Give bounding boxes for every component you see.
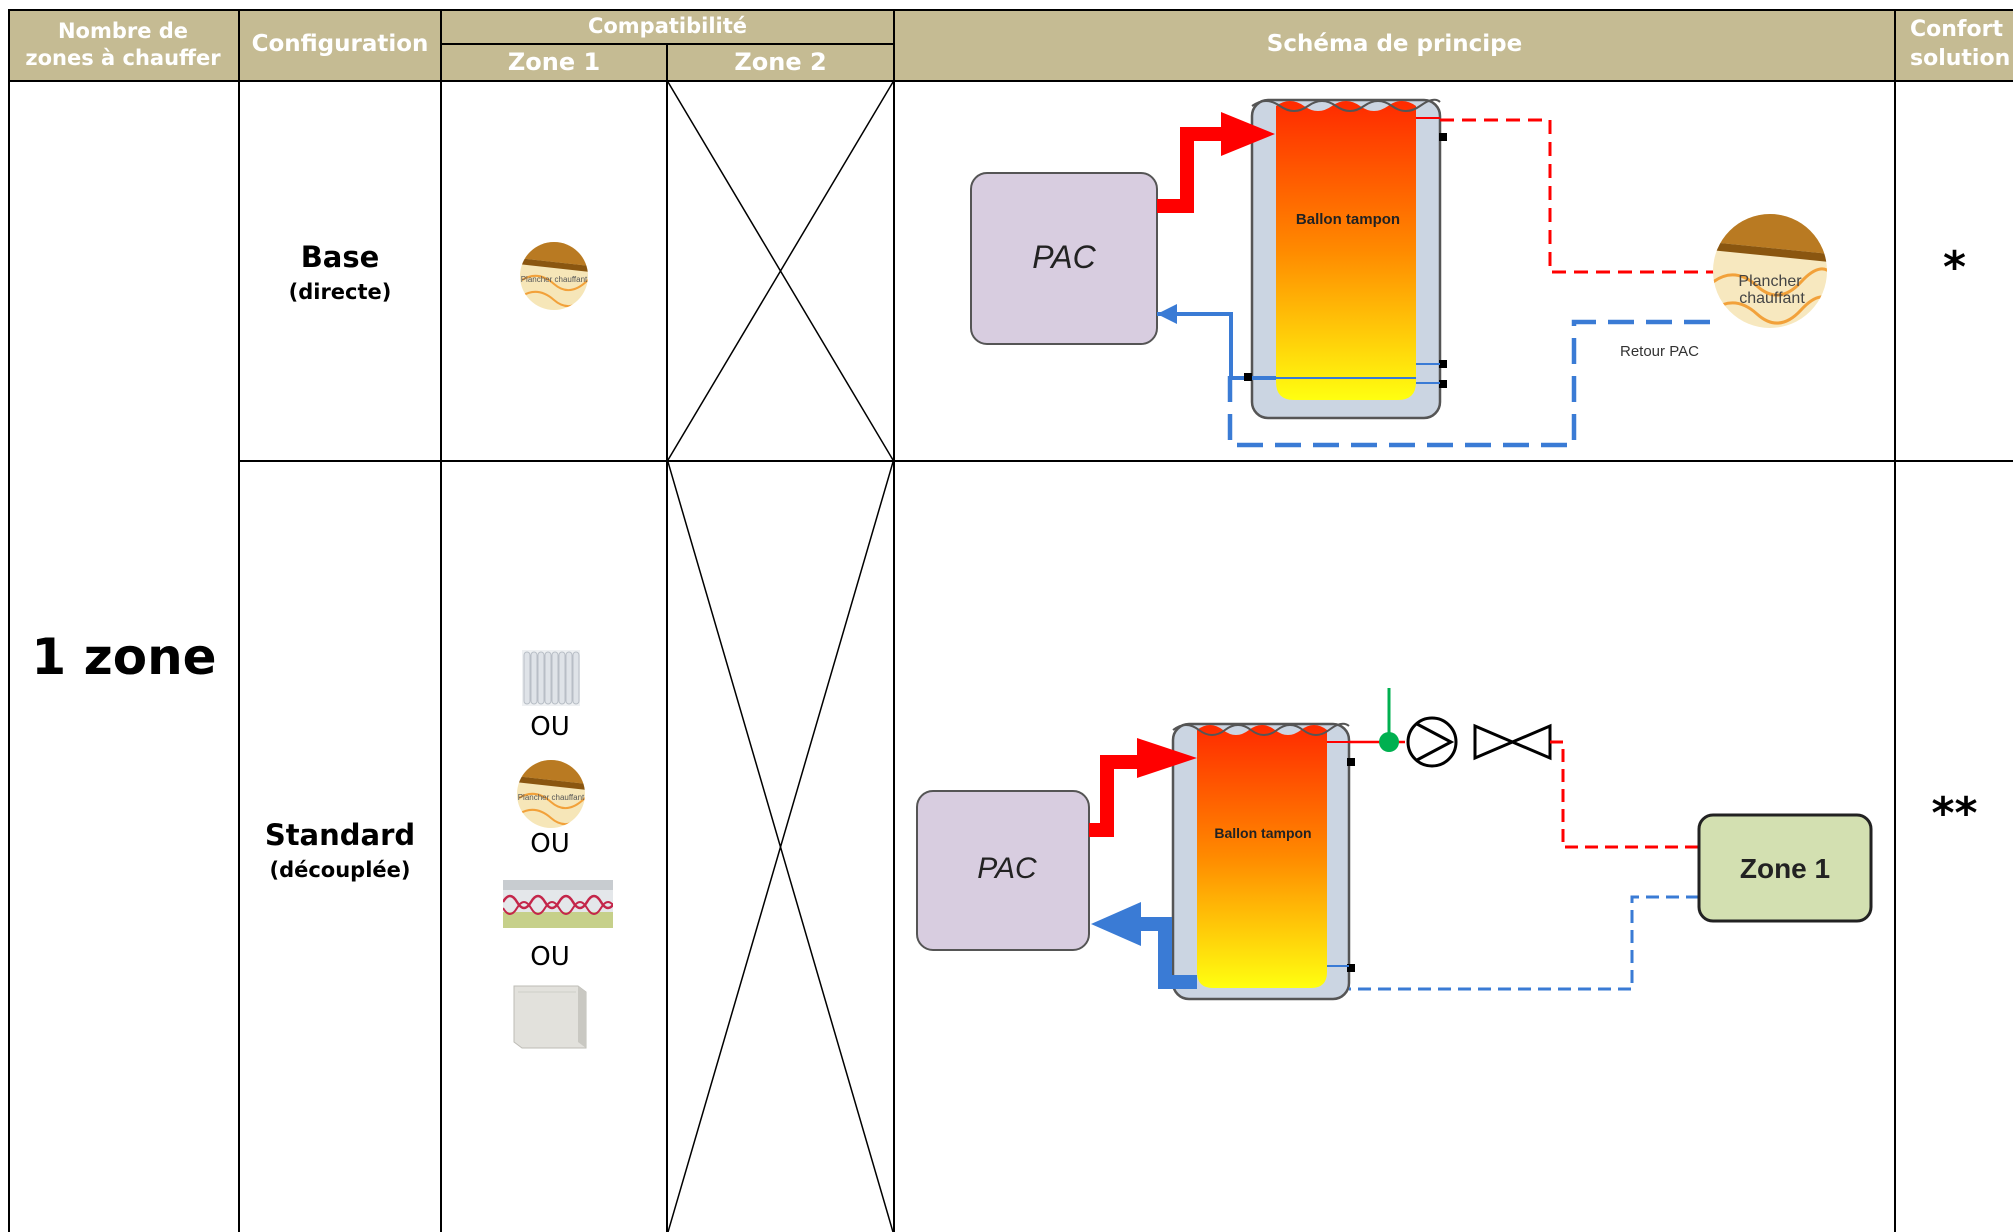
or-label-1: OU: [530, 712, 570, 742]
pac-label: PAC: [1032, 239, 1096, 275]
zone2-not-applicable: [668, 82, 893, 1232]
header-zone2: Zone 2: [668, 45, 893, 80]
zone1-box: [1697, 813, 1873, 923]
zones-count-label: 1 zone: [31, 628, 217, 686]
header-confort-label: Confort solution: [1910, 17, 2011, 71]
pac-box: [970, 172, 1158, 345]
floor-heating-disc: [1713, 214, 1827, 328]
header-zone1-label: Zone 1: [507, 47, 601, 76]
floor-heating-disc-label-1: Plancher: [1738, 273, 1802, 290]
config-base-title: Base: [300, 240, 380, 274]
header-config: Configuration: [240, 10, 440, 80]
header-zone2-label: Zone 2: [734, 47, 827, 76]
floor-heating-icon-label: Plancher chauffant: [521, 275, 588, 284]
header-config-label: Configuration: [251, 31, 429, 58]
pac-label: PAC: [977, 852, 1037, 885]
floor-heating-icon: Plancher chauffant: [517, 760, 585, 828]
floor-heating-section-icon: [503, 880, 613, 928]
header-compat-label: Compatibilité: [587, 13, 748, 38]
radiator-icon: [522, 650, 580, 706]
config-base-subtitle: (directe): [288, 280, 392, 304]
config-standard-title: Standard: [264, 818, 416, 852]
schema-standard: PAC Ballon tampon: [916, 688, 1873, 1001]
pump-icon: [1406, 716, 1458, 768]
floor-heating-icon: Plancher chauffant: [520, 242, 588, 310]
pac-box: [916, 790, 1090, 951]
header-zones: Nombre de zones à chauffer: [8, 10, 238, 80]
valve-icon: [1473, 723, 1552, 761]
header-compat: Compatibilité: [442, 10, 893, 43]
header-schema: Schéma de principe: [895, 10, 1894, 80]
header-confort: Confort solution: [1896, 10, 2013, 80]
ballon-label: Ballon tampon: [1296, 211, 1400, 228]
zone1-label: Zone 1: [1740, 853, 1830, 884]
or-label-3: OU: [530, 942, 570, 972]
retour-label: Retour PAC: [1620, 343, 1699, 360]
header-zones-label: Nombre de zones à chauffer: [25, 18, 221, 70]
config-standard-subtitle: (découplée): [269, 858, 411, 882]
ballon-label: Ballon tampon: [1214, 825, 1311, 841]
floor-heating-icon-label-2: Plancher chauffant: [518, 793, 585, 802]
header-zone1: Zone 1: [442, 45, 666, 80]
schema-base: PAC Ballon tampon Retour PAC: [970, 98, 1827, 448]
floor-heating-disc-label-2: chauffant: [1739, 290, 1805, 307]
confort-rating-standard: **: [1931, 788, 1978, 839]
confort-rating-base: *: [1942, 242, 1966, 293]
convector-icon: [513, 985, 587, 1049]
header-schema-label: Schéma de principe: [1266, 31, 1523, 58]
or-label-2: OU: [530, 829, 570, 859]
